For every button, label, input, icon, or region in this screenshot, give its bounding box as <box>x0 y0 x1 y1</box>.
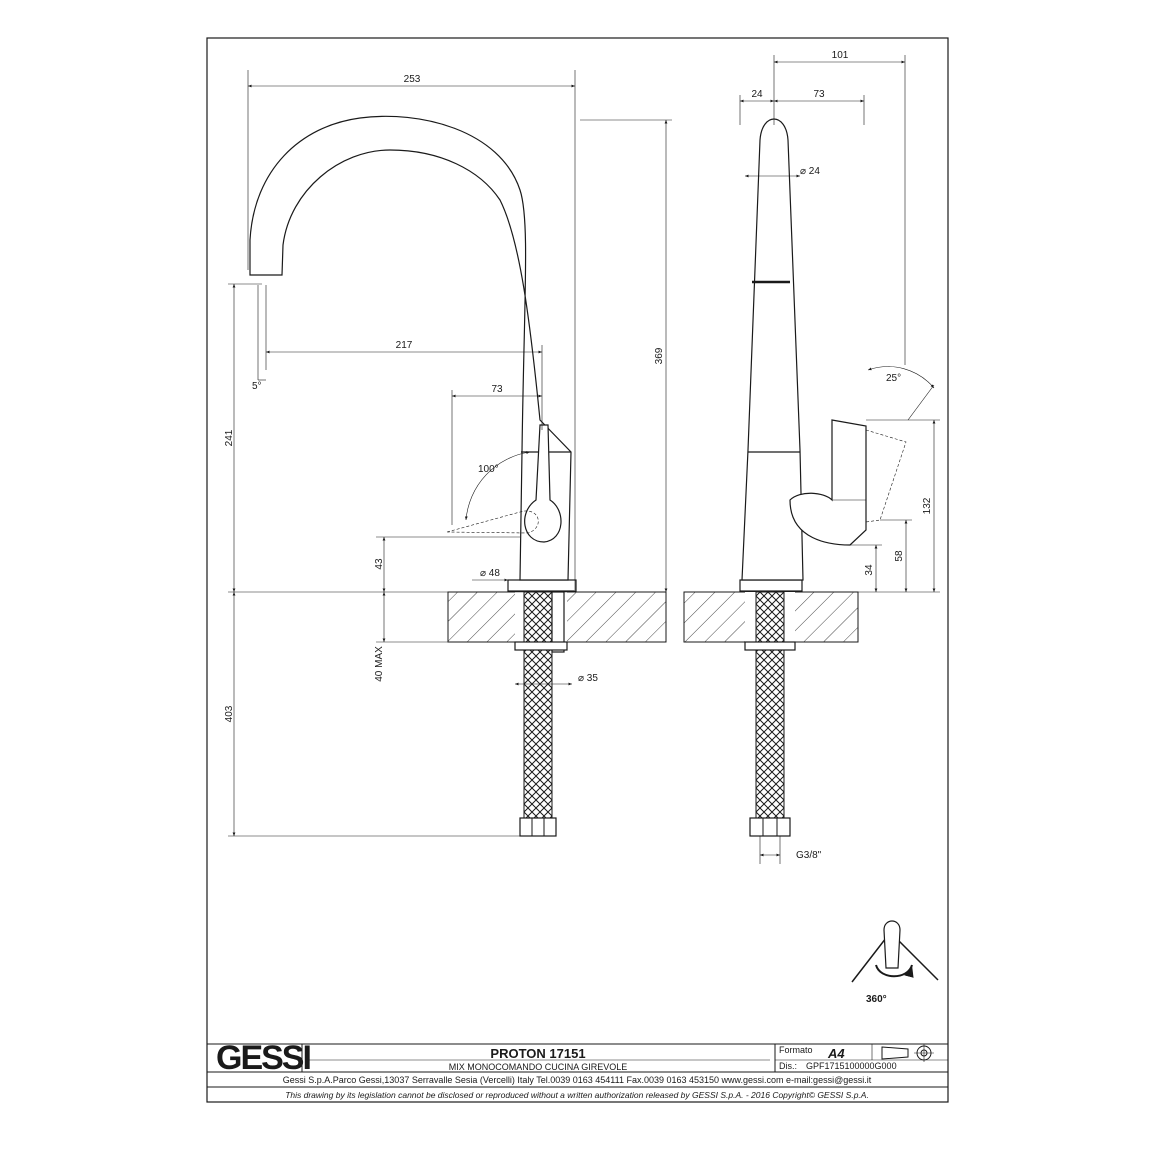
dim-body-diameter: ⌀ 24 <box>800 166 820 177</box>
front-view <box>249 115 667 837</box>
base-plate-side <box>739 579 803 592</box>
dis-label: Dis.: <box>779 1061 797 1071</box>
dim-shank-length: 403 <box>224 705 235 722</box>
legal-notice: This drawing by its legislation cannot b… <box>285 1090 869 1100</box>
supply-hose-side <box>755 591 785 821</box>
dim-base-height: 43 <box>374 558 385 570</box>
product-description: MIX MONOCOMANDO CUCINA GIREVOLE <box>449 1062 628 1072</box>
spout-body-side <box>741 118 804 581</box>
hose-nut-front <box>519 817 557 837</box>
product-name: PROTON 17151 <box>490 1046 585 1061</box>
formato-value: A4 <box>827 1046 845 1061</box>
lever-handle-side <box>789 419 867 546</box>
dim-reach-total: 253 <box>404 74 421 85</box>
dim-handle-tilt: 25° <box>886 373 901 384</box>
formato-label: Formato <box>779 1045 813 1055</box>
supply-hose-front <box>523 591 553 821</box>
dis-value: GPF1715100000G000 <box>806 1061 897 1071</box>
dim-depth-rear: 73 <box>813 89 825 100</box>
hose-nut-side <box>749 817 791 837</box>
dim-handle-pivot: 58 <box>894 550 905 562</box>
side-view <box>683 118 907 837</box>
dim-spout-angle: 5° <box>252 381 262 392</box>
title-block: GESSI PROTON 17151 MIX MONOCOMANDO CUCIN… <box>206 1039 949 1103</box>
dim-lever-base: 34 <box>864 564 875 576</box>
dim-reach-handle: 217 <box>396 340 413 351</box>
dim-depth-total: 101 <box>832 50 849 61</box>
dim-overall-height: 369 <box>654 347 665 364</box>
dim-handle-angle: 100° <box>478 464 499 475</box>
dim-handle-offset: 73 <box>491 384 503 395</box>
dim-depth-front: 24 <box>751 89 763 100</box>
sheet-border <box>206 37 949 1103</box>
dim-handle-height: 132 <box>922 497 933 514</box>
dim-deck-thickness: 40 MAX <box>374 646 385 682</box>
projection-symbol-icon <box>881 1044 934 1062</box>
rotation-label: 360° <box>866 994 887 1005</box>
dim-connection: G3/8" <box>796 850 822 861</box>
dim-shank-diameter: ⌀ 35 <box>578 673 598 684</box>
base-plate-front <box>507 579 577 592</box>
dim-base-diameter: ⌀ 48 <box>480 568 500 579</box>
dim-spout-height: 241 <box>224 429 235 446</box>
gessi-logo: GESSI <box>216 1039 310 1077</box>
rotation-icon: 360° <box>851 920 939 1005</box>
company-address: Gessi S.p.A.Parco Gessi,13037 Serravalle… <box>283 1075 872 1085</box>
